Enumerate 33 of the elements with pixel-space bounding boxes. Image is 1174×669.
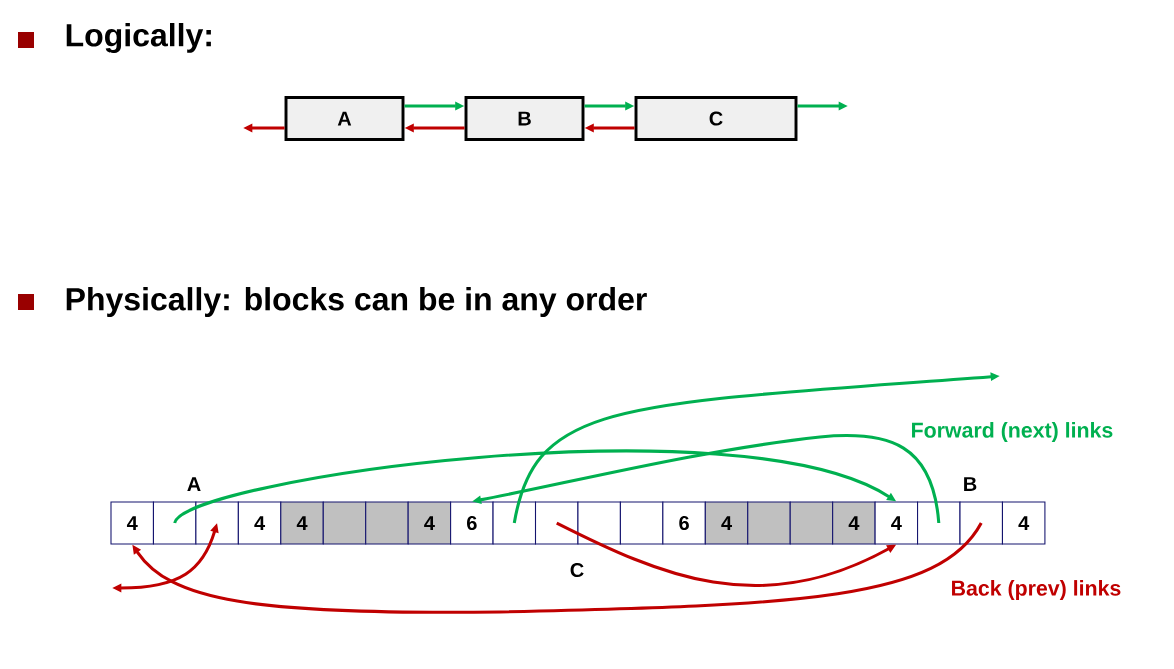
memory-cell [195, 501, 239, 545]
memory-cell: 6 [662, 501, 706, 545]
memory-cell [619, 501, 664, 545]
memory-cell: 4 [874, 501, 919, 545]
heading: Logically: [66, 23, 211, 53]
memory-cell [492, 501, 537, 545]
memory-cell [322, 501, 367, 545]
memory-cell: 4 [407, 501, 452, 545]
memory-cell: 6 [450, 501, 494, 545]
memory-cell [959, 501, 1003, 545]
memory-cell: 4 [1001, 501, 1046, 545]
memory-cell: 4 [704, 501, 749, 545]
memory-cell [789, 501, 834, 545]
memory-cell: 4 [110, 501, 154, 545]
memory-cell [577, 501, 621, 545]
list-block: C [634, 96, 798, 141]
memory-cell [152, 501, 197, 545]
legend-text: Back (prev) links [952, 580, 1121, 600]
memory-cell: 4 [832, 501, 876, 545]
block-label: C [570, 562, 584, 578]
block-label: A [187, 477, 201, 491]
legend-text: Forward (next) links [912, 422, 1113, 442]
memory-cell [747, 501, 791, 545]
heading: Physically: blocks can be in any order [66, 287, 647, 317]
list-block: A [284, 96, 405, 141]
memory-cell [365, 501, 409, 545]
arrow [132, 522, 983, 614]
memory-cell [917, 501, 961, 545]
list-block: B [464, 96, 585, 141]
memory-cell: 4 [237, 501, 282, 545]
block-label: B [964, 477, 977, 491]
memory-cell: 4 [280, 501, 324, 545]
memory-cell [534, 501, 579, 545]
